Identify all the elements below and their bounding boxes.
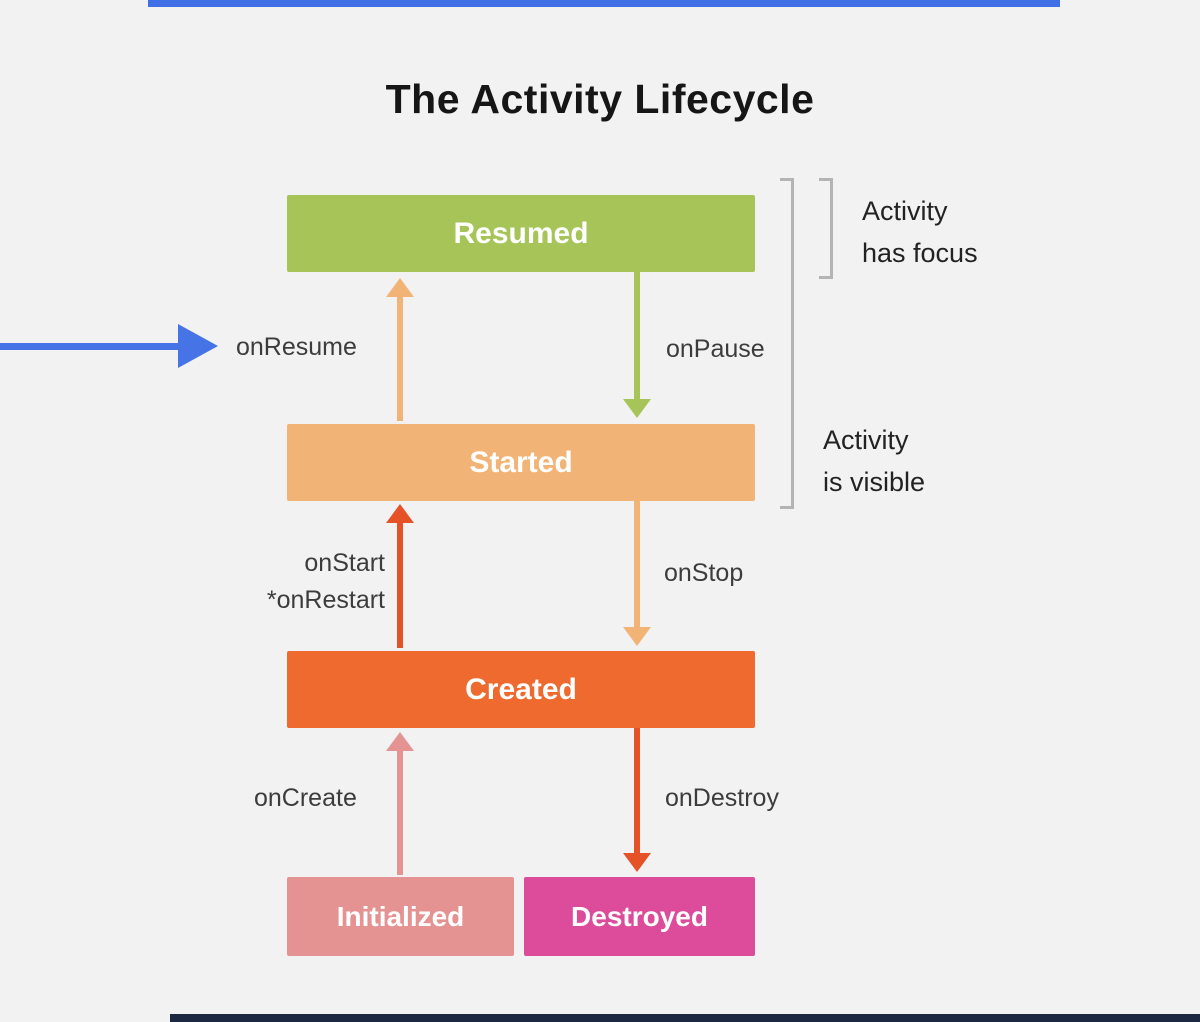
arrow-onpause-icon: [623, 272, 651, 418]
arrow-onresume-icon: [386, 278, 414, 421]
blue-pointer-arrow-shaft: [0, 343, 180, 350]
state-box-started: Started: [287, 424, 755, 501]
arrowhead-up-icon: [386, 504, 414, 523]
transition-label-onstart: onStart *onRestart: [225, 545, 385, 619]
arrow-shaft: [397, 294, 403, 421]
bracket-label-is-visible-line1: Activity: [823, 425, 909, 455]
bracket-label-has-focus-line2: has focus: [862, 238, 978, 268]
state-label-initialized: Initialized: [336, 900, 465, 932]
state-label-created: Created: [465, 672, 577, 706]
diagram-title: The Activity Lifecycle: [385, 76, 815, 122]
blue-pointer-arrow-icon: [178, 324, 218, 368]
state-box-destroyed: Destroyed: [524, 877, 755, 956]
transition-label-oncreate: onCreate: [254, 784, 357, 812]
state-box-initialized: Initialized: [287, 877, 514, 956]
state-label-destroyed: Destroyed: [571, 900, 708, 932]
bottom-accent-line: [170, 1014, 1200, 1022]
arrow-shaft: [634, 728, 640, 856]
arrow-shaft: [397, 520, 403, 648]
state-box-resumed: Resumed: [287, 195, 755, 272]
arrowhead-down-icon: [623, 627, 651, 646]
transition-label-onresume: onResume: [236, 333, 357, 361]
bracket-activity-is-visible: [780, 178, 794, 509]
state-label-resumed: Resumed: [453, 216, 589, 250]
transition-label-onpause: onPause: [666, 335, 765, 363]
top-accent-line: [148, 0, 1060, 7]
arrowhead-down-icon: [623, 853, 651, 872]
transition-label-onstop: onStop: [664, 559, 744, 587]
state-box-created: Created: [287, 651, 755, 728]
arrow-shaft: [634, 272, 640, 402]
arrow-shaft: [634, 500, 640, 630]
state-label-started: Started: [469, 445, 573, 479]
arrow-onstart-icon: [386, 504, 414, 648]
arrowhead-up-icon: [386, 278, 414, 297]
bracket-label-has-focus: Activity has focus: [862, 190, 978, 274]
transition-label-onstart-line1: onStart: [304, 549, 385, 577]
arrow-shaft: [397, 748, 403, 875]
transition-label-ondestroy: onDestroy: [665, 784, 779, 812]
bracket-label-is-visible: Activity is visible: [823, 419, 925, 503]
arrowhead-down-icon: [623, 399, 651, 418]
arrow-onstop-icon: [623, 500, 651, 646]
transition-label-onstart-line2: *onRestart: [266, 586, 385, 614]
bracket-activity-has-focus: [819, 178, 833, 279]
bracket-label-is-visible-line2: is visible: [823, 467, 926, 497]
bracket-label-has-focus-line1: Activity: [862, 196, 948, 226]
arrow-ondestroy-icon: [623, 728, 651, 872]
arrowhead-up-icon: [386, 732, 414, 751]
arrow-oncreate-icon: [386, 732, 414, 875]
